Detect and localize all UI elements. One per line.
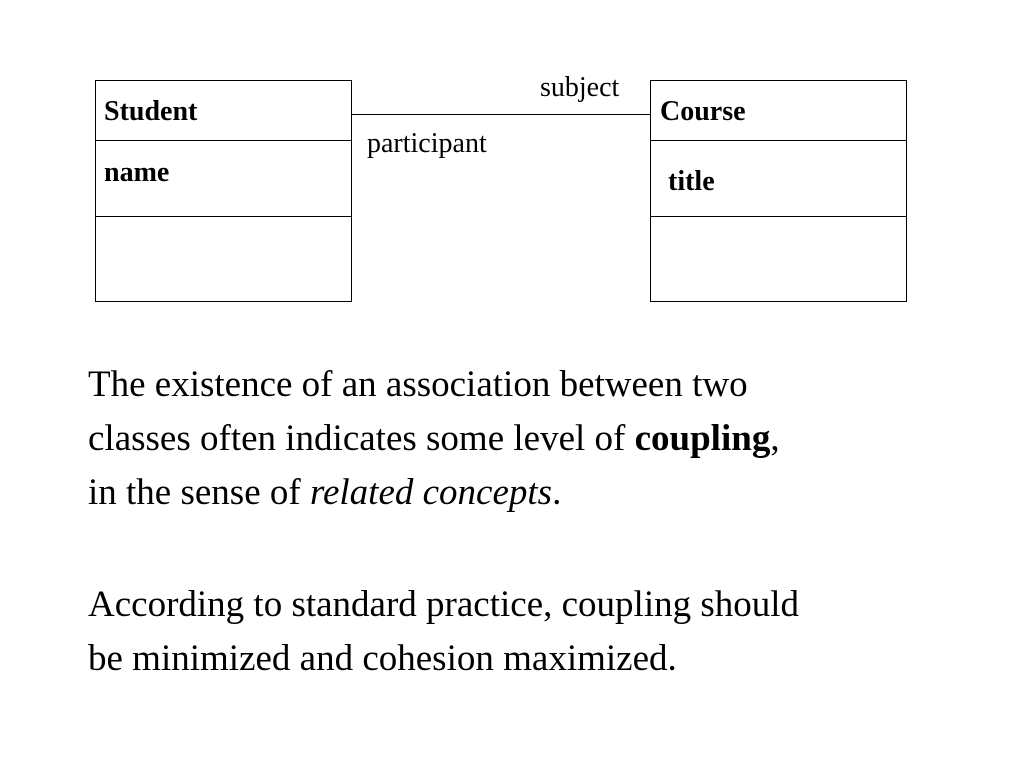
text-line: According to standard practice, coupling…: [88, 578, 988, 632]
text-span: in the sense of: [88, 472, 310, 513]
text-line: be minimized and cohesion maximized.: [88, 632, 988, 686]
uml-class-student: Student name: [95, 80, 352, 302]
text-line: The existence of an association between …: [88, 358, 988, 412]
text-line: classes often indicates some level of co…: [88, 412, 988, 466]
text-line: in the sense of related concepts.: [88, 466, 988, 520]
class-name: Student: [104, 96, 198, 127]
attribute-compartment: name: [96, 141, 351, 217]
operation-compartment: [651, 217, 906, 301]
paragraph-coupling-practice: According to standard practice, coupling…: [88, 578, 988, 686]
text-span: classes often indicates some level of: [88, 418, 635, 459]
italic-term-related-concepts: related concepts: [309, 472, 553, 513]
attribute-compartment: title: [651, 141, 906, 217]
text-span: The existence of an association between …: [88, 364, 748, 405]
uml-class-course: Course title: [650, 80, 907, 302]
attribute-name: title: [668, 166, 715, 197]
role-label-participant: participant: [367, 128, 487, 159]
class-name-compartment: Student: [96, 81, 351, 141]
text-span: ,: [770, 418, 780, 459]
paragraph-association-coupling: The existence of an association between …: [88, 358, 988, 520]
text-span: be minimized and cohesion maximized.: [88, 638, 677, 679]
operation-compartment: [96, 217, 351, 301]
bold-term-coupling: coupling: [634, 418, 771, 459]
association-line: [352, 114, 650, 115]
class-name-compartment: Course: [651, 81, 906, 141]
class-name: Course: [660, 96, 746, 127]
text-span: .: [552, 472, 562, 513]
role-label-subject: subject: [540, 72, 620, 103]
attribute-name: name: [104, 157, 170, 188]
text-span: According to standard practice, coupling…: [88, 584, 800, 625]
